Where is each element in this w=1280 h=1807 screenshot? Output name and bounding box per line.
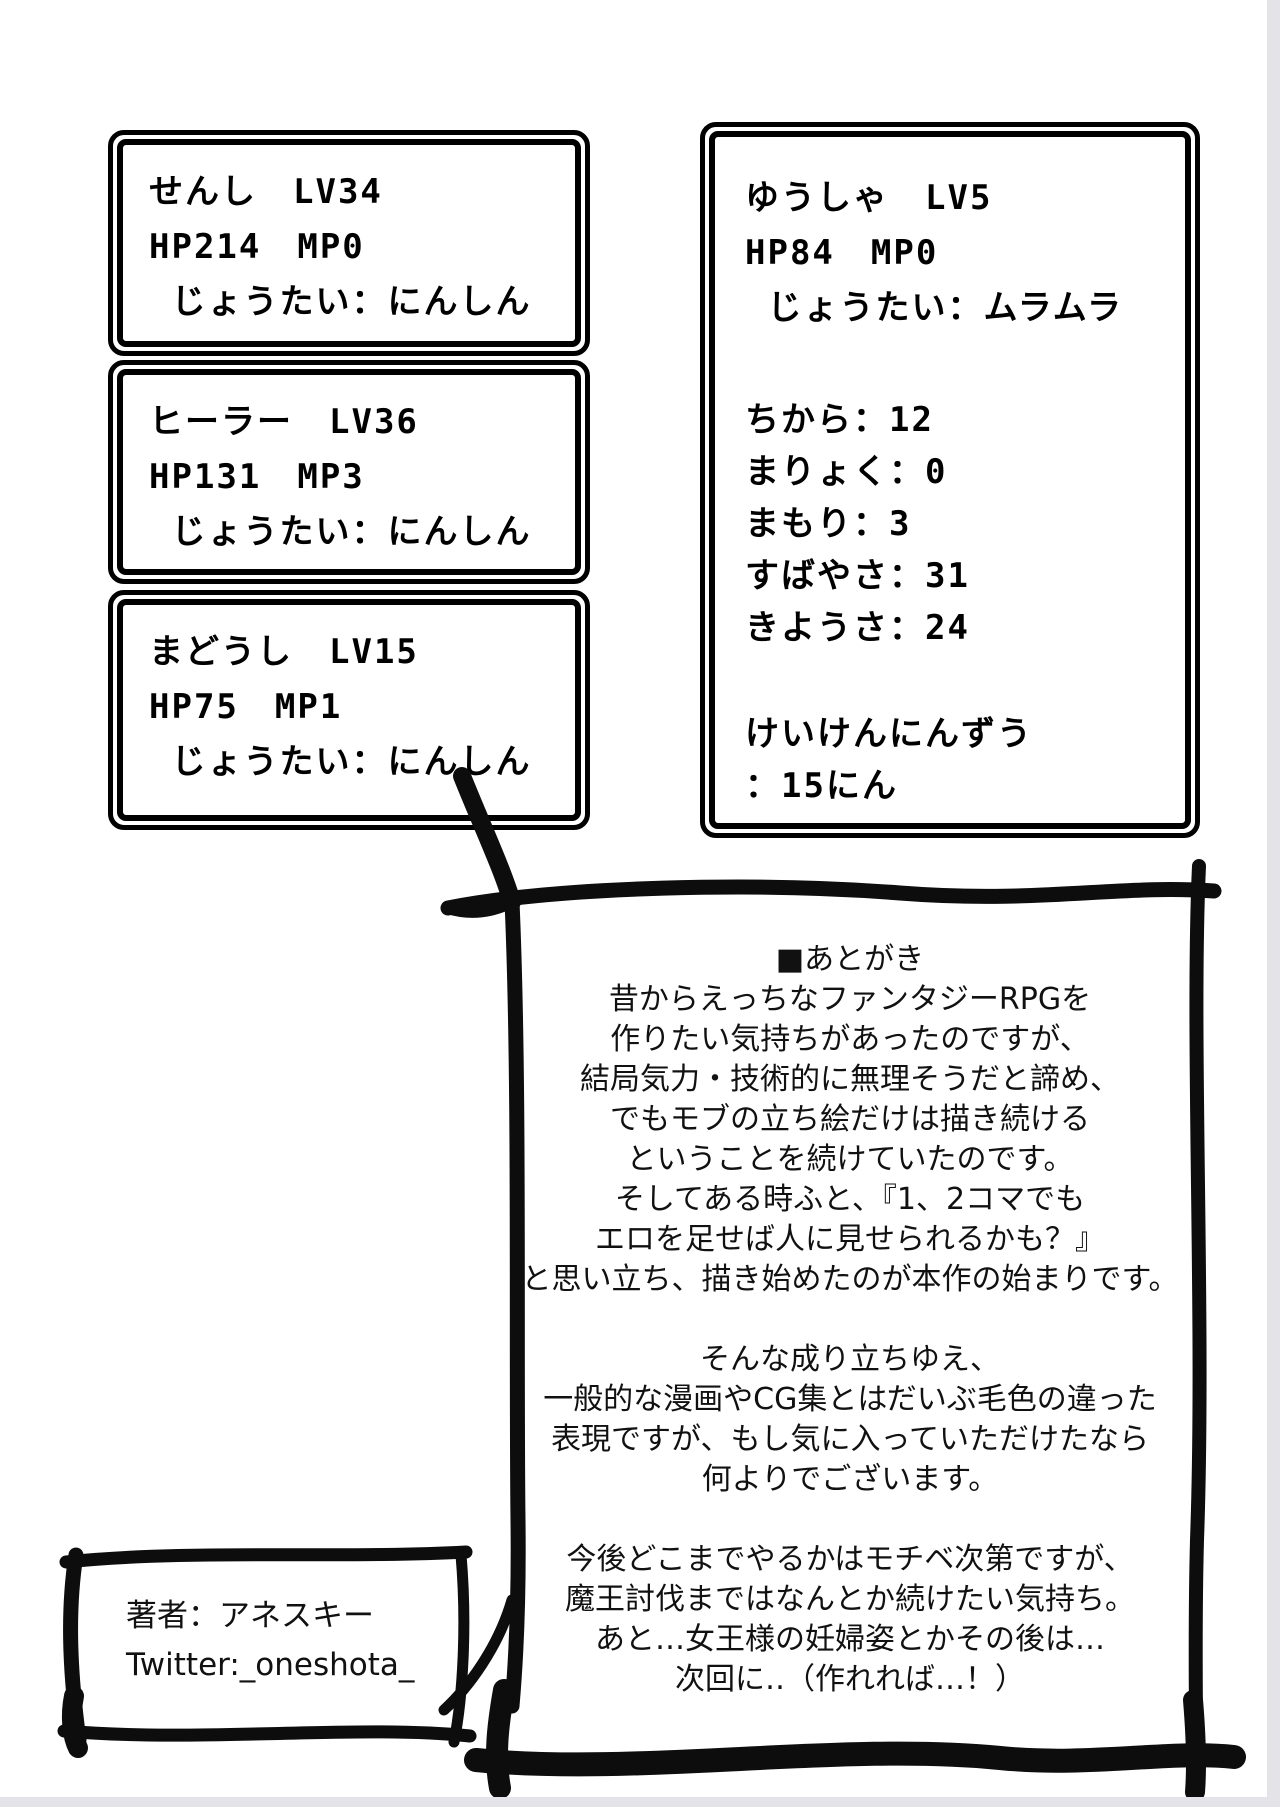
hero-condition: じょうたい：ムラムラ — [745, 288, 1124, 328]
afterword-line: 何よりでございます。 — [701, 1462, 999, 1497]
afterword-line: ということを続けていたのです。 — [626, 1142, 1074, 1177]
afterword-line: 次回に‥（作れれば…！） — [674, 1662, 1026, 1697]
status-window-warrior: せんし LV34 HP214 MP0 じょうたい：にんしん — [108, 130, 590, 356]
healer-name-level: ヒーラー LV36 — [149, 402, 419, 442]
afterword-frame-bottom-stroke — [464, 1741, 1246, 1777]
afterword-frame-top-stroke — [440, 879, 1222, 916]
status-window-mage: まどうし LV15 HP75 MP1 じょうたい：にんしん — [108, 590, 590, 830]
healer-condition: じょうたい：にんしん — [149, 512, 532, 552]
status-window-healer-inner: ヒーラー LV36 HP131 MP3 じょうたい：にんしん — [117, 369, 581, 575]
hero-stat-defense: まもり：3 — [745, 504, 912, 544]
status-window-healer: ヒーラー LV36 HP131 MP3 じょうたい：にんしん — [108, 360, 590, 584]
warrior-hp-mp: HP214 MP0 — [149, 227, 365, 267]
afterword-line: そしてある時ふと、『1、2コマでも — [614, 1182, 1086, 1217]
hero-exp-block: けいけんにんずう ：15にん — [745, 708, 1179, 812]
status-window-mage-inner: まどうし LV15 HP75 MP1 じょうたい：にんしん — [117, 599, 581, 821]
hero-stat-agility: すばやさ：31 — [745, 556, 970, 596]
author-frame-top-stroke — [59, 1545, 473, 1569]
afterword-frame-top-left-flick — [442, 896, 518, 918]
afterword-line: そんな成り立ちゆえ、 — [700, 1342, 1000, 1377]
author-credit-block: 著者：アネスキー Twitter:_oneshota_ — [126, 1592, 414, 1690]
afterword-blank-line — [505, 1500, 1195, 1540]
author-frame-left-stroke — [63, 1547, 87, 1748]
hero-stat-dexterity: きようさ：24 — [745, 608, 970, 648]
afterword-title: ■あとがき — [775, 942, 925, 977]
healer-hp-mp: HP131 MP3 — [149, 457, 365, 497]
mage-condition: じょうたい：にんしん — [149, 742, 532, 782]
author-twitter-handle: Twitter:_oneshota_ — [126, 1647, 415, 1683]
warrior-condition: じょうたい：にんしん — [149, 282, 532, 322]
hero-hp-mp: HP84 MP0 — [745, 233, 939, 273]
status-window-hero: ゆうしゃ LV5 HP84 MP0 じょうたい：ムラムラ ちから：12 まりょく… — [700, 122, 1200, 838]
author-frame-right-stroke — [448, 1549, 470, 1748]
status-window-warrior-inner: せんし LV34 HP214 MP0 じょうたい：にんしん — [117, 139, 581, 347]
afterword-blank-line — [505, 1300, 1195, 1340]
hero-stat-magic: まりょく：0 — [745, 452, 948, 492]
afterword-line: あと…女王様の妊婦姿とかその後は… — [595, 1622, 1105, 1657]
afterword-line: でもモブの立ち絵だけは描き続ける — [610, 1102, 1090, 1137]
hero-exp-label: けいけんにんずう — [745, 714, 1033, 754]
afterword-line: 一般的な漫画やCG集とはだいぶ毛色の違った — [543, 1382, 1157, 1417]
page-scan-edge-bottom — [0, 1797, 1280, 1807]
afterword-line: 結局気力・技術的に無理そうだと諦め、 — [580, 1062, 1120, 1097]
afterword-frame-left-branch — [438, 1594, 518, 1716]
afterword-line: 今後どこまでやるかはモチベ次第ですが、 — [566, 1542, 1134, 1577]
hero-stats-block: ちから：12 まりょく：0 まもり：3 すばやさ：31 きようさ：24 — [745, 394, 1179, 654]
hero-stat-strength: ちから：12 — [745, 400, 934, 440]
afterword-line: 表現ですが、もし気に入っていただけたなら — [551, 1422, 1149, 1457]
hero-name-level: ゆうしゃ LV5 — [745, 178, 993, 218]
status-window-hero-inner: ゆうしゃ LV5 HP84 MP0 じょうたい：ムラムラ ちから：12 まりょく… — [709, 131, 1191, 829]
mage-name-level: まどうし LV15 — [149, 632, 419, 672]
mage-hp-mp: HP75 MP1 — [149, 687, 343, 727]
afterword-frame-bottom-right-blob — [1183, 1690, 1207, 1802]
author-frame-bottom-stroke — [57, 1724, 477, 1743]
afterword-line: エロを足せば人に見せられるかも？』 — [595, 1222, 1105, 1257]
page-scan-edge-right — [1267, 0, 1280, 1807]
afterword-line: 作りたい気持ちがあったのですが、 — [610, 1022, 1090, 1057]
warrior-name-level: せんし LV34 — [149, 172, 383, 212]
afterword-line: 魔王討伐まではなんとか続けたい気持ち。 — [565, 1582, 1135, 1617]
author-frame-bottom-left-blob — [61, 1686, 88, 1758]
afterword-frame-bottom-left-blob — [486, 1679, 515, 1799]
hero-header-block: ゆうしゃ LV5 HP84 MP0 じょうたい：ムラムラ — [745, 171, 1179, 336]
afterword-line: と思い立ち、描き始めたのが本作の始まりです。 — [521, 1262, 1179, 1297]
afterword-line: 昔からえっちなファンタジーRPGを — [608, 982, 1092, 1017]
author-name: 著者：アネスキー — [126, 1598, 374, 1634]
hero-exp-value: ：15にん — [745, 766, 898, 806]
afterword-frame-right-stroke — [1188, 859, 1207, 1795]
afterword-block: ■あとがき 昔からえっちなファンタジーRPGを 作りたい気持ちがあったのですが、… — [505, 940, 1195, 1700]
